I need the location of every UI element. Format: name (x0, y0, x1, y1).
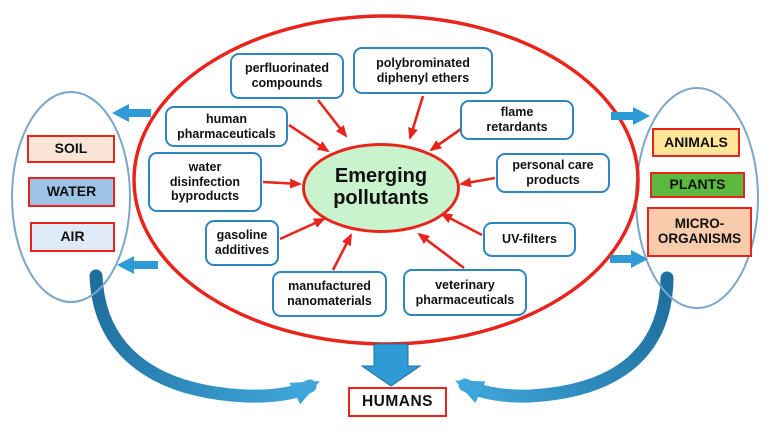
node-flame-retardants: flame retardants (460, 100, 574, 140)
arrow-to-environment-top (112, 104, 151, 122)
node-label: polybrominated diphenyl ethers (376, 55, 470, 85)
node-label: ANIMALS (664, 133, 728, 150)
node-label: MICRO-ORGANISMS (657, 216, 742, 246)
node-soil: SOIL (27, 135, 115, 163)
node-label: flame retardants (486, 105, 548, 134)
node-label: manufactured nanomaterials (287, 279, 372, 308)
arrow-to-biota-bottom (610, 250, 648, 268)
node-polybrominated-diphenyl-ethers: polybrominated diphenyl ethers (353, 47, 493, 94)
node-label: gasoline additives (214, 228, 270, 257)
node-animals: ANIMALS (652, 128, 740, 157)
curved-arrow-left (89, 269, 320, 405)
center-node-emerging-pollutants: Emerging pollutants (302, 143, 460, 233)
transfer-arrows (112, 104, 650, 387)
node-label: personal care products (512, 158, 594, 187)
node-water: WATER (28, 177, 115, 207)
node-label: water disinfection byproducts (169, 159, 241, 204)
center-label: Emerging pollutants (333, 165, 429, 209)
node-veterinary-pharmaceuticals: veterinary pharmaceuticals (403, 269, 527, 316)
node-label: SOIL (54, 140, 88, 157)
node-label: human pharmaceuticals (177, 111, 276, 141)
environment-ellipse (11, 91, 131, 303)
pollutant-arrows (262, 95, 496, 271)
node-label: WATER (46, 183, 97, 200)
arrow-to-environment-bottom (117, 256, 158, 274)
node-label: UV-filters (502, 232, 557, 247)
biota-ellipse (635, 87, 759, 309)
node-human-pharmaceuticals: human pharmaceuticals (165, 106, 288, 147)
node-label: AIR (60, 228, 85, 245)
node-uv-filters: UV-filters (483, 222, 576, 257)
node-air: AIR (30, 222, 115, 252)
arrow-down-to-humans (360, 343, 422, 387)
node-label: perfluorinated compounds (244, 61, 330, 90)
curved-arrow-right (455, 271, 674, 404)
node-water-disinfection-byproducts: water disinfection byproducts (148, 152, 262, 212)
node-micro-organisms: MICRO-ORGANISMS (647, 207, 752, 257)
node-perfluorinated-compounds: perfluorinated compounds (230, 53, 344, 99)
node-label: HUMANS (361, 393, 434, 410)
node-plants: PLANTS (650, 172, 745, 198)
node-humans: HUMANS (348, 387, 447, 417)
node-label: veterinary pharmaceuticals (415, 277, 515, 307)
node-manufactured-nanomaterials: manufactured nanomaterials (272, 271, 387, 317)
node-label: PLANTS (669, 176, 726, 193)
node-personal-care-products: personal care products (496, 153, 610, 193)
node-gasoline-additives: gasoline additives (205, 220, 279, 266)
arrow-to-biota-top (611, 107, 650, 125)
